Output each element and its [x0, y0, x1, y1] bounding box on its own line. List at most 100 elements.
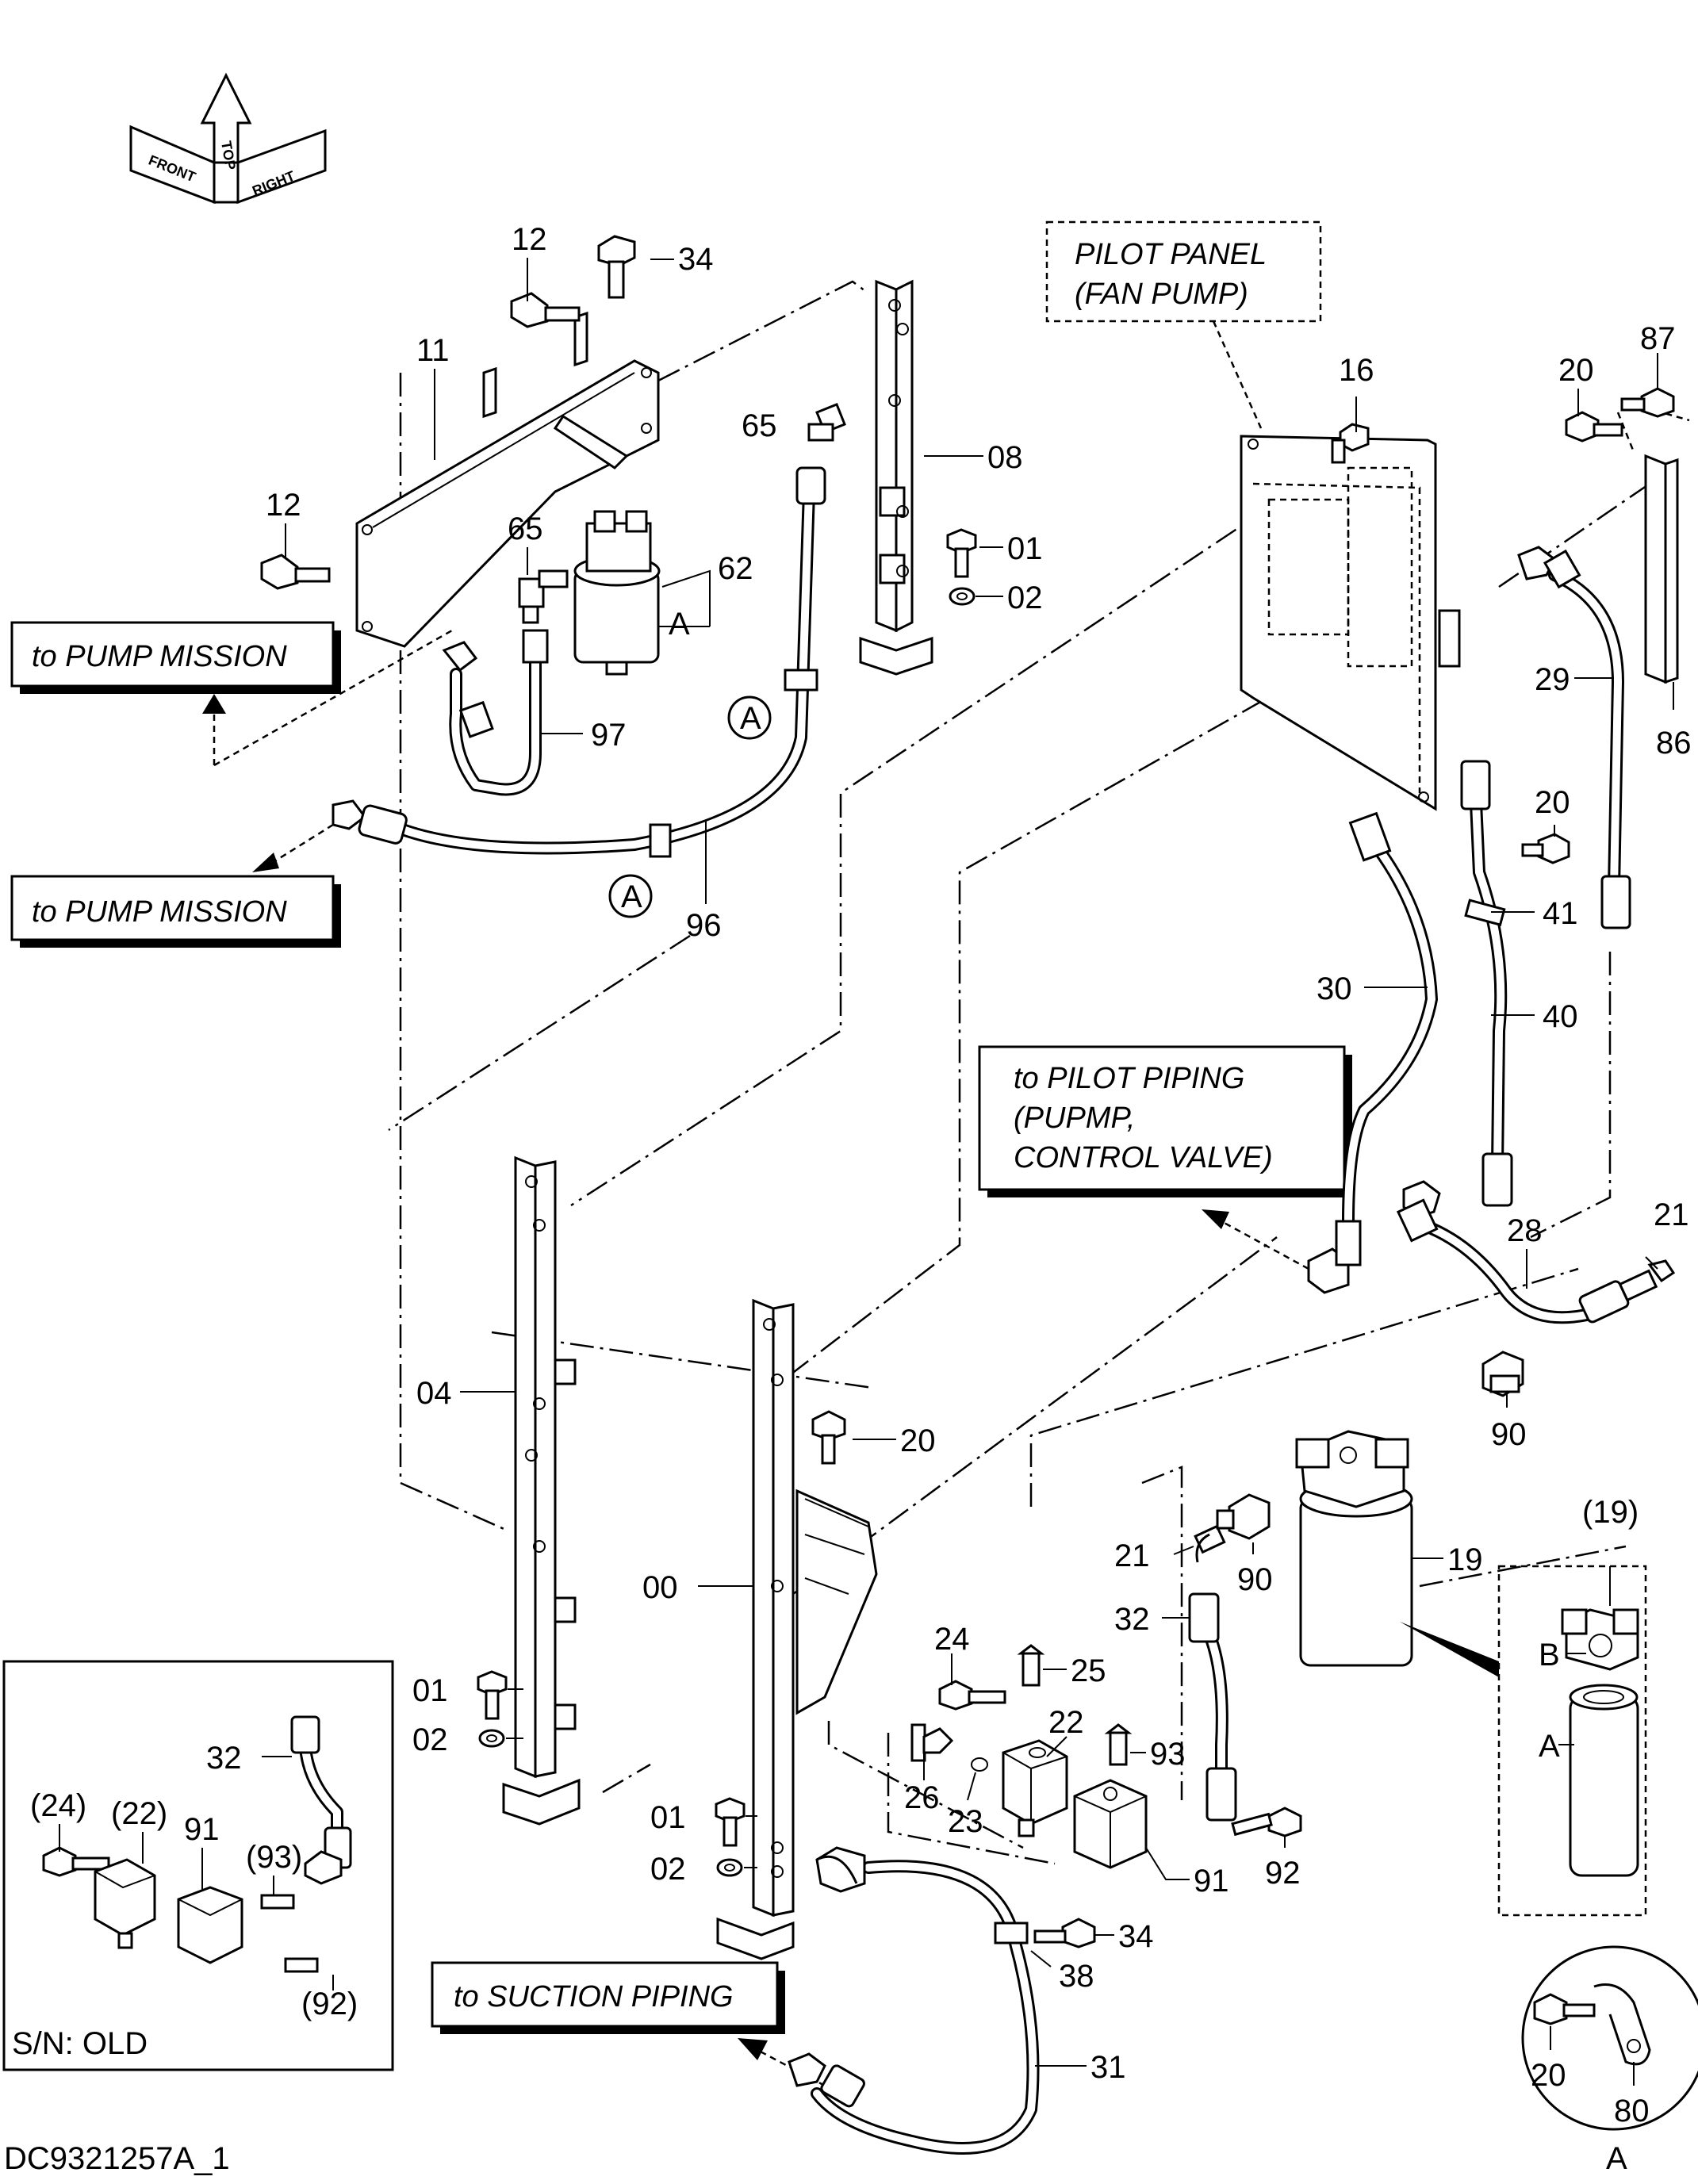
hose-96: [332, 466, 826, 858]
assembly-lines: [388, 280, 1690, 1865]
block-22: [1002, 1739, 1068, 1837]
plug-93: [1104, 1723, 1133, 1766]
callout-11: 11: [416, 333, 450, 368]
bolt-01-center: [715, 1797, 746, 1847]
flag-pilot-piping: to PILOT PIPING (PUPMP, CONTROL VALVE): [978, 1045, 1352, 1197]
bolt-34-bottom: [1033, 1918, 1096, 1948]
callout-00: 00: [642, 1570, 678, 1605]
inset-callout-91: 91: [184, 1812, 220, 1847]
callout-24: 24: [934, 1622, 970, 1657]
callout-31: 31: [1090, 2050, 1126, 2085]
callout-12: 12: [512, 222, 547, 257]
callout-04: 04: [416, 1376, 452, 1411]
inset-callout-92: (92): [301, 1987, 358, 2021]
elbow-21-mid: [1194, 1524, 1226, 1563]
callout-02: 02: [1007, 580, 1043, 615]
hose-31: [788, 1846, 1040, 2155]
callout-65: 65: [508, 512, 543, 546]
flag-pilot-piping-line1: to PILOT PIPING: [1014, 1062, 1244, 1095]
callout-65: 65: [742, 408, 777, 443]
callout-02: 02: [650, 1852, 686, 1887]
bolt-24: [938, 1680, 1006, 1711]
flag-pump-mission-1: to PUMP MISSION: [10, 621, 341, 694]
circle-ref-a1-shape: [727, 695, 772, 740]
callout-02: 02: [412, 1722, 448, 1757]
callout-08: 08: [987, 440, 1023, 475]
callout-91: 91: [1194, 1864, 1229, 1899]
fitting-90-mid: [1216, 1493, 1271, 1540]
filter-detail-title: (19): [1582, 1495, 1639, 1530]
callout-28: 28: [1507, 1213, 1543, 1248]
pilot-panel-note: PILOT PANEL (FAN PUMP): [1045, 220, 1322, 323]
inset-callout-32: 32: [206, 1741, 242, 1776]
callout-20: 20: [900, 1423, 936, 1458]
bolt-20-center: [811, 1410, 846, 1465]
bolt-34-top: [597, 235, 636, 299]
flag-pump-mission-1-text: to PUMP MISSION: [32, 640, 287, 673]
callout-90: 90: [1237, 1562, 1273, 1597]
callout-22: 22: [1048, 1705, 1084, 1740]
callout-filter-a: A: [669, 607, 690, 642]
flag-pump-mission-2-text: to PUMP MISSION: [32, 895, 287, 929]
old-sn-inset: [2, 1660, 394, 2071]
inset-callout-93: (93): [246, 1840, 302, 1875]
block-91: [1073, 1779, 1148, 1869]
callout-34: 34: [678, 242, 714, 277]
hose-40: [1460, 760, 1513, 1207]
bracket-86: [1644, 454, 1679, 684]
circle-ref-a2-shape: [608, 874, 653, 918]
callout-29: 29: [1535, 662, 1570, 697]
inset-title: S/N: OLD: [12, 2026, 148, 2061]
callout-20: 20: [1535, 785, 1570, 820]
callout-21: 21: [1654, 1197, 1689, 1232]
callout-12: 12: [266, 488, 301, 523]
callout-20: 20: [1558, 353, 1594, 388]
callout-26: 26: [904, 1780, 940, 1815]
callout-20: 20: [1531, 2058, 1566, 2093]
bolt-20-top-right: [1565, 411, 1623, 443]
flag-pump-mission-2: to PUMP MISSION: [10, 875, 341, 948]
callout-96: 96: [686, 908, 722, 943]
callout-80: 80: [1614, 2094, 1650, 2128]
filter-detail-label-b: B: [1539, 1638, 1560, 1672]
elbow-65-left: [518, 569, 569, 624]
fitting-21-top: [1618, 1259, 1676, 1302]
bolt-12-top: [510, 292, 581, 328]
callout-41: 41: [1543, 896, 1578, 931]
bracket-11: [355, 311, 660, 648]
bolt-92: [1231, 1807, 1302, 1837]
callout-34: 34: [1118, 1919, 1154, 1954]
circle-ref-a1: A: [740, 701, 761, 736]
fitting-90-top: [1481, 1351, 1524, 1397]
callout-numbers: 12 34 11 65 08 12 65 62 01 02 A 97 96 16…: [266, 222, 1692, 2128]
elbow-65-top: [807, 403, 846, 442]
callout-97: 97: [591, 718, 627, 753]
clamp-detail: [1521, 1945, 1698, 2131]
callout-87: 87: [1640, 321, 1676, 356]
filter-detail-label-a: A: [1539, 1729, 1560, 1764]
callout-25: 25: [1071, 1653, 1106, 1688]
pilot-panel: [1240, 435, 1461, 811]
callout-93: 93: [1150, 1737, 1186, 1772]
callout-92: 92: [1265, 1856, 1301, 1891]
callout-38: 38: [1059, 1959, 1094, 1994]
washer-02-left: [478, 1729, 505, 1748]
callout-01: 01: [650, 1800, 686, 1835]
bolt-16: [1331, 423, 1370, 464]
callout-62: 62: [718, 551, 753, 586]
inset-callout-24: (24): [30, 1788, 86, 1823]
filter-detail-box: [1400, 1565, 1647, 1917]
bolt-87: [1620, 387, 1675, 418]
flag-suction-piping: to SUCTION PIPING: [431, 1961, 785, 2034]
hose-29: [1517, 546, 1631, 929]
pilot-panel-line1: PILOT PANEL: [1075, 238, 1267, 271]
circle-ref-a2: A: [621, 879, 642, 914]
hose-97: [442, 629, 549, 796]
bolt-12-left: [260, 554, 331, 590]
callout-30: 30: [1317, 971, 1352, 1006]
callout-86: 86: [1656, 726, 1692, 761]
flag-pilot-piping-line3: CONTROL VALVE): [1014, 1141, 1273, 1174]
hose-28: [1396, 1180, 1630, 1324]
callout-90: 90: [1491, 1417, 1527, 1452]
